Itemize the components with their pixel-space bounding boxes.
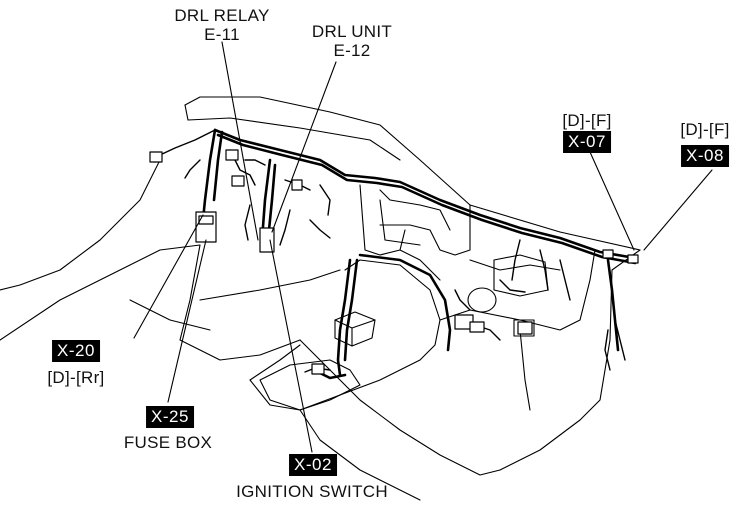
connector-blocks: [149, 149, 639, 375]
leader-lines: [133, 41, 713, 453]
drl-unit-name: DRL UNIT: [311, 22, 393, 41]
x25-connector-tag: X-25: [146, 406, 194, 428]
drl-relay-label: DRL RELAY E-11: [174, 6, 269, 44]
x02-description: IGNITION SWITCH: [236, 482, 388, 501]
drl-relay-code: E-11: [204, 25, 240, 44]
x08-connector-tag: X-08: [681, 145, 729, 167]
drl-unit-label: DRL UNIT E-12: [312, 22, 392, 60]
dashboard-outline: [0, 96, 641, 501]
x07-location: [D]-[F]: [562, 111, 612, 130]
x20-location: [D]-[Rr]: [47, 368, 105, 387]
x25-description: FUSE BOX: [123, 433, 213, 452]
drl-unit-code: E-12: [333, 41, 371, 60]
x07-connector-tag: X-07: [563, 131, 611, 153]
drl-relay-name: DRL RELAY: [174, 6, 270, 25]
x08-location: [D]-[F]: [680, 120, 730, 139]
harness-branches: [154, 129, 626, 373]
x20-connector-tag: X-20: [52, 340, 100, 362]
x02-connector-tag: X-02: [289, 454, 337, 476]
main-harness: [201, 128, 637, 380]
